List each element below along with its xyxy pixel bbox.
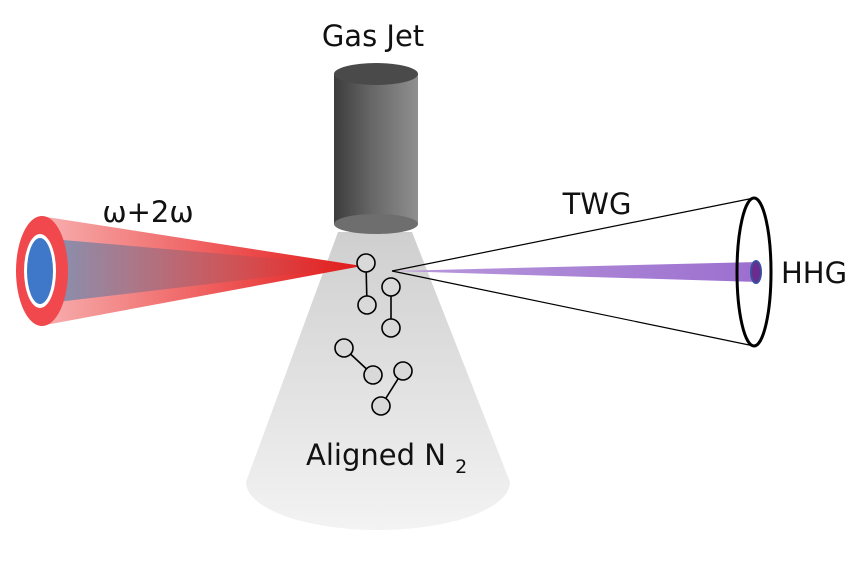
- molecule: [356, 253, 377, 315]
- sample-label-subscript: 2: [455, 456, 467, 478]
- gas-jet-nozzle: [334, 63, 418, 234]
- molecule: [334, 338, 383, 385]
- molecule: [371, 361, 413, 416]
- molecules: [334, 253, 413, 416]
- twg-label: TWG: [562, 187, 632, 221]
- sample-label: Aligned N 2: [306, 438, 467, 478]
- laser-beam: [16, 216, 362, 326]
- gas-jet-label: Gas Jet: [322, 19, 424, 53]
- hhg-label: HHG: [781, 256, 847, 290]
- detector-ring: [735, 196, 773, 348]
- hhg-beam: [394, 262, 758, 282]
- molecule: [381, 277, 401, 338]
- twg-cone: [391, 197, 755, 347]
- sample-label-main: Aligned N: [306, 438, 446, 472]
- beam-label: ω+2ω: [102, 195, 193, 229]
